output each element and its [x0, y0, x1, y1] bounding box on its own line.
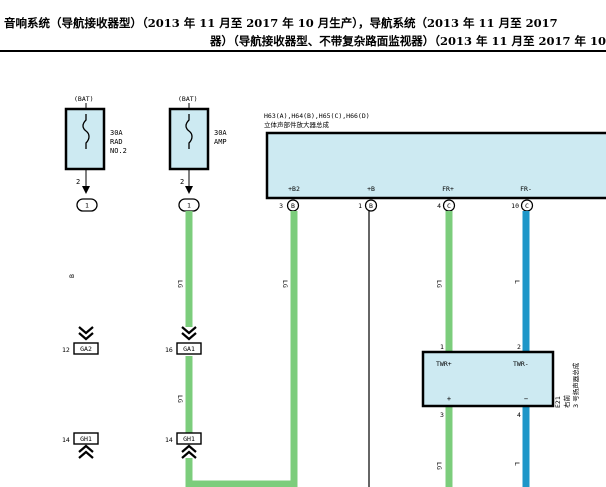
- junction-gh1-left-pin: 14: [62, 436, 70, 444]
- fuse-2-wire-code-lower: LG: [176, 395, 184, 403]
- tweeter-pin-1: 1: [440, 343, 444, 351]
- fuse-1-supply: (BAT): [74, 95, 94, 103]
- fuse-1-wire-code: B: [68, 274, 76, 278]
- tweeter-box: [421, 350, 555, 408]
- junction-gh1-right: 14 GH1: [165, 432, 202, 459]
- amp-pin-num-b2: 3: [279, 202, 283, 210]
- fuse-amp: (BAT) 30A AMP 2 1: [168, 95, 227, 212]
- tweeter-label-plus: TWR+: [436, 360, 452, 368]
- junction-gh1-right-label: GH1: [183, 435, 195, 443]
- junction-ga1: 16 GA1: [165, 326, 202, 355]
- junction-gh1-left: 14 GH1: [62, 432, 99, 459]
- speaker-name: 3 号扬声器总成: [571, 362, 580, 408]
- tweeter-sign-minus: −: [524, 395, 528, 403]
- fuse-1-terminal-label: 1: [85, 202, 89, 210]
- tweeter-pin-4: 4: [517, 411, 521, 419]
- fuse-1-rating: 30A: [110, 129, 123, 137]
- amp-pin-label-b: +B: [367, 185, 375, 193]
- junction-ga1-label: GA1: [183, 345, 195, 353]
- amplifier-wires: LG LG L LG L: [281, 211, 530, 487]
- wire-code-twr-plus: LG: [435, 462, 443, 470]
- fuse-2-supply: (BAT): [178, 95, 198, 103]
- junction-ga2-label: GA2: [80, 345, 92, 353]
- fuse-1-arrow: [82, 186, 90, 194]
- fuse-2-name-1: AMP: [214, 138, 227, 146]
- fuse-2-arrow: [185, 186, 193, 194]
- header-line-2: 器）（导航接收器型、不带复杂路面监视器）（2013 年 11 月至 2017 年…: [209, 34, 606, 48]
- junction-ga1-pin: 16: [165, 346, 173, 354]
- fuse-1-pin: 2: [76, 178, 80, 186]
- tweeter-pin-3: 3: [440, 411, 444, 419]
- header-line-1: 音响系统（导航接收器型）（2013 年 11 月至 2017 年 10 月生产）…: [4, 16, 558, 30]
- speaker-assembly: 1 2 TWR+ TWR- + − 3 4 E21 右前 3 号扬声器总成: [421, 343, 580, 419]
- amp-pin-conn-b2: B: [291, 202, 295, 210]
- tweeter-pin-2: 2: [517, 343, 521, 351]
- junction-gh1-right-pin: 14: [165, 436, 173, 444]
- junction-ga2-pin: 12: [62, 346, 70, 354]
- header-rule: [0, 50, 606, 52]
- speaker-pos: 右前: [562, 395, 571, 409]
- fuse-1-box: [64, 107, 106, 171]
- amp-pin-conn-b: B: [369, 202, 373, 210]
- fuse-2-wire-code-upper: LG: [176, 280, 184, 288]
- amp-pin-num-b: 1: [358, 202, 362, 210]
- fuse-2-rating: 30A: [214, 129, 227, 137]
- amp-pin-num-frm: 10: [511, 202, 519, 210]
- fuse-2-pin: 2: [180, 178, 184, 186]
- amp-pin-conn-frp: C: [447, 202, 451, 210]
- fuse-2-terminal-label: 1: [187, 202, 191, 210]
- amp-pin-conn-frm: C: [525, 202, 529, 210]
- amplifier-name: 立体声部件放大器总成: [264, 120, 330, 129]
- fuse-1-name-1: RAD: [110, 138, 123, 146]
- amp-pin-num-frp: 4: [437, 202, 441, 210]
- wire-code-twr-minus: L: [513, 462, 521, 466]
- fuse-1-name-2: NO.2: [110, 147, 127, 155]
- fuse-2-wire: LG LG: [176, 211, 294, 487]
- amp-pin-label-frp: FR+: [442, 185, 454, 193]
- fuse-1-symbol: [82, 114, 90, 149]
- junction-gh1-left-label: GH1: [80, 435, 92, 443]
- amp-pin-label-b2: +B2: [288, 185, 300, 193]
- tweeter-label-minus: TWR-: [513, 360, 529, 368]
- junction-ga2: 12 GA2: [62, 326, 99, 355]
- tweeter-sign-plus: +: [447, 395, 451, 403]
- speaker-ref: E21: [554, 396, 562, 408]
- amplifier-assembly: H63(A),H64(B),H65(C),H66(D) 立体声部件放大器总成 +…: [264, 112, 606, 212]
- amplifier-box: [265, 131, 606, 200]
- fuse-rad-no2: (BAT) 30A RAD NO.2 2 1 B: [64, 95, 127, 278]
- wire-code-b2: LG: [281, 280, 289, 288]
- wire-code-frp: LG: [435, 280, 443, 288]
- amplifier-connectors: H63(A),H64(B),H65(C),H66(D): [264, 112, 370, 120]
- wire-code-frm: L: [513, 280, 521, 284]
- fuse-1-terminal: [76, 198, 98, 212]
- amp-pin-label-frm: FR-: [520, 185, 532, 193]
- fuse-2-symbol: [185, 114, 193, 149]
